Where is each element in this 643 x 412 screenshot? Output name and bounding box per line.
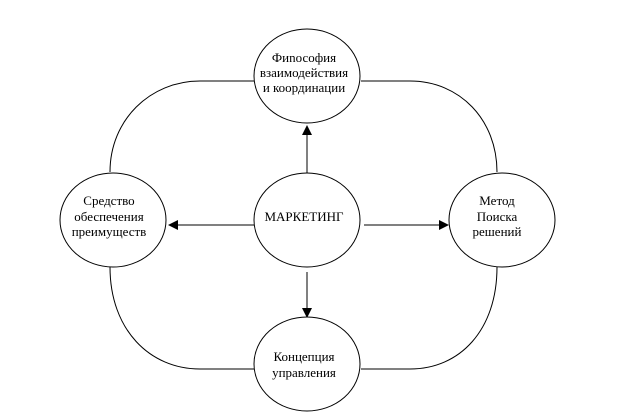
connector-top-right xyxy=(361,80,498,173)
connector-bottom-left xyxy=(109,266,254,370)
right-label-1: Метод xyxy=(479,193,515,208)
right-label-2: Поиска xyxy=(477,209,518,224)
left-label-2: обеспечения xyxy=(74,209,143,224)
node-center xyxy=(253,172,361,268)
left-label-1: Средство xyxy=(83,193,134,208)
node-left xyxy=(59,172,167,268)
right-label-3: решений xyxy=(473,224,522,239)
top-label-3: и координации xyxy=(263,80,345,95)
connector-bottom-right xyxy=(361,266,498,370)
top-label-1: Фиnософия xyxy=(272,50,336,65)
node-bottom xyxy=(253,316,361,412)
bottom-label-1: Концепция xyxy=(273,349,334,364)
node-right xyxy=(448,172,556,268)
top-label-2: взаимодействия xyxy=(260,65,348,80)
bottom-label-2: управления xyxy=(272,365,336,380)
center-label: МАРКЕТИНГ xyxy=(264,209,344,224)
node-top xyxy=(253,28,361,124)
left-label-3: преимуществ xyxy=(72,224,147,239)
connector-top-left xyxy=(109,80,254,173)
